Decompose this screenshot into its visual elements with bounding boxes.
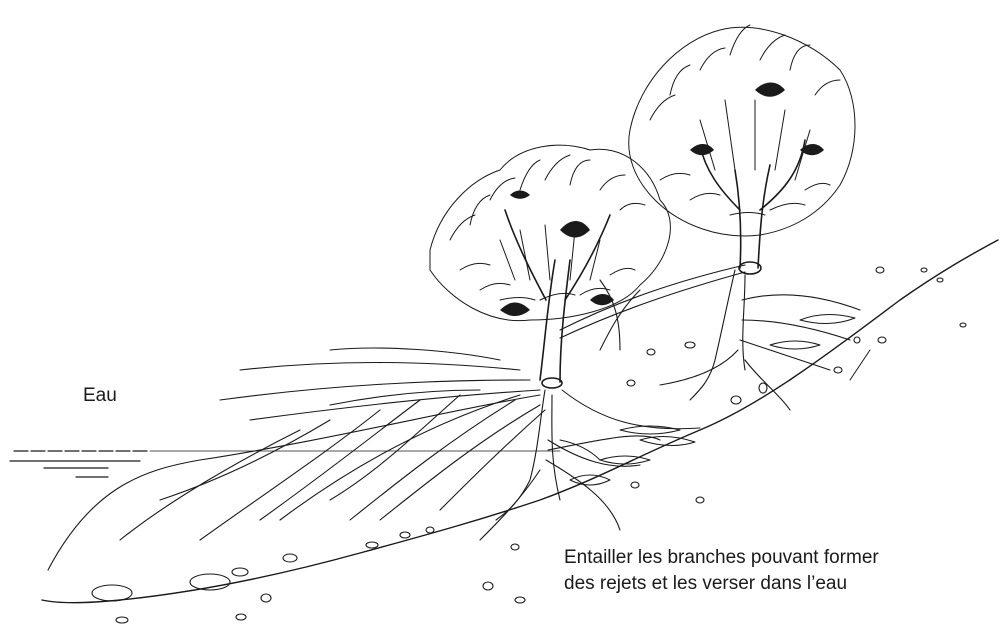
roots [480,270,860,540]
water-label: Eau [83,383,117,409]
felled-branches [48,265,745,570]
foliage-back-tree [629,25,855,236]
caption-label: Entailler les branches pouvant former de… [564,545,879,597]
fallen-leaves [560,314,870,485]
tree-trunk-back [700,140,805,274]
caption-line-1: Entailler les branches pouvant former [564,545,879,571]
caption-line-2: des rejets et les verser dans l’eau [564,571,879,597]
